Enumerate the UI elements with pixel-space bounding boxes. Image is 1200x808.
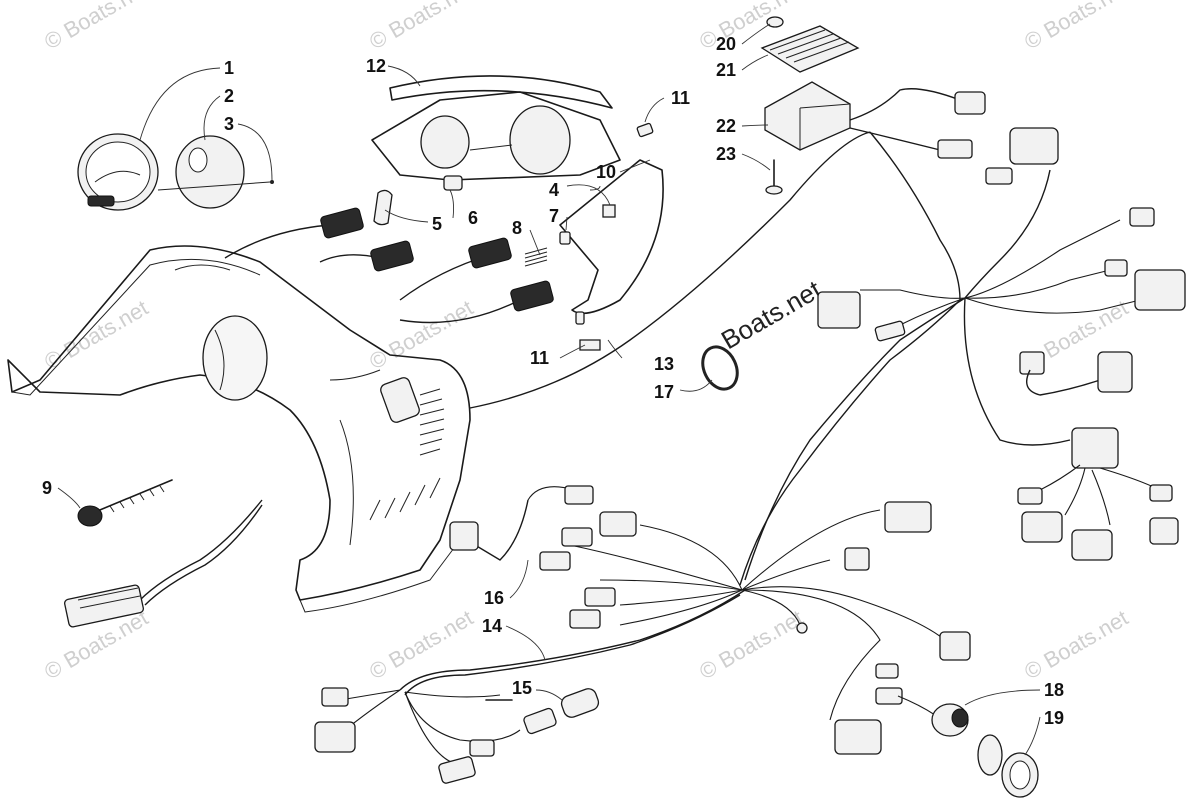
callout-3: 3 bbox=[224, 114, 234, 134]
left-harness bbox=[64, 499, 263, 628]
callout-14: 14 bbox=[482, 616, 502, 636]
watermark: © Boats.net bbox=[365, 295, 477, 374]
callout-2: 2 bbox=[224, 86, 234, 106]
callouts: 1 2 3 4 5 6 7 8 9 10 11 11 12 13 14 15 1… bbox=[42, 34, 1064, 728]
callout-20: 20 bbox=[716, 34, 736, 54]
pod-harness bbox=[224, 131, 871, 409]
leader-lines bbox=[57, 23, 1041, 756]
watermark: © Boats.net bbox=[365, 0, 477, 54]
logo-ring bbox=[701, 345, 739, 391]
callout-17: 17 bbox=[654, 382, 674, 402]
bolt bbox=[77, 479, 173, 527]
callout-11b: 11 bbox=[530, 348, 549, 368]
main-harness bbox=[739, 127, 1186, 586]
callout-11: 11 bbox=[671, 88, 690, 108]
center-watermark: Boats.net bbox=[716, 274, 827, 355]
callout-4: 4 bbox=[549, 180, 559, 200]
callout-5: 5 bbox=[432, 214, 442, 234]
voltage-regulator bbox=[760, 16, 986, 195]
callout-12: 12 bbox=[366, 56, 386, 76]
callout-22: 22 bbox=[716, 116, 736, 136]
callout-10: 10 bbox=[596, 162, 616, 182]
watermark: © Boats.net bbox=[365, 605, 477, 684]
lower-harness bbox=[314, 485, 1039, 798]
headlight bbox=[77, 133, 274, 211]
instrument-pod bbox=[371, 75, 664, 351]
watermark: © Boats.net bbox=[695, 605, 807, 684]
callout-18: 18 bbox=[1044, 680, 1064, 700]
callout-6: 6 bbox=[468, 208, 478, 228]
center-logo: Boats.net bbox=[701, 274, 827, 391]
callout-23: 23 bbox=[716, 144, 736, 164]
callout-16: 16 bbox=[484, 588, 504, 608]
watermark: © Boats.net bbox=[40, 0, 152, 54]
watermark: © Boats.net bbox=[40, 295, 152, 374]
watermark: © Boats.net bbox=[1020, 605, 1132, 684]
callout-13: 13 bbox=[654, 354, 674, 374]
watermark: © Boats.net bbox=[1020, 0, 1132, 54]
callout-21: 21 bbox=[716, 60, 736, 80]
callout-8: 8 bbox=[512, 218, 522, 238]
hood-nacelle bbox=[7, 245, 471, 613]
callout-19: 19 bbox=[1044, 708, 1064, 728]
callout-7: 7 bbox=[549, 206, 559, 226]
callout-15: 15 bbox=[512, 678, 532, 698]
callout-9: 9 bbox=[42, 478, 52, 498]
callout-1: 1 bbox=[224, 58, 234, 78]
